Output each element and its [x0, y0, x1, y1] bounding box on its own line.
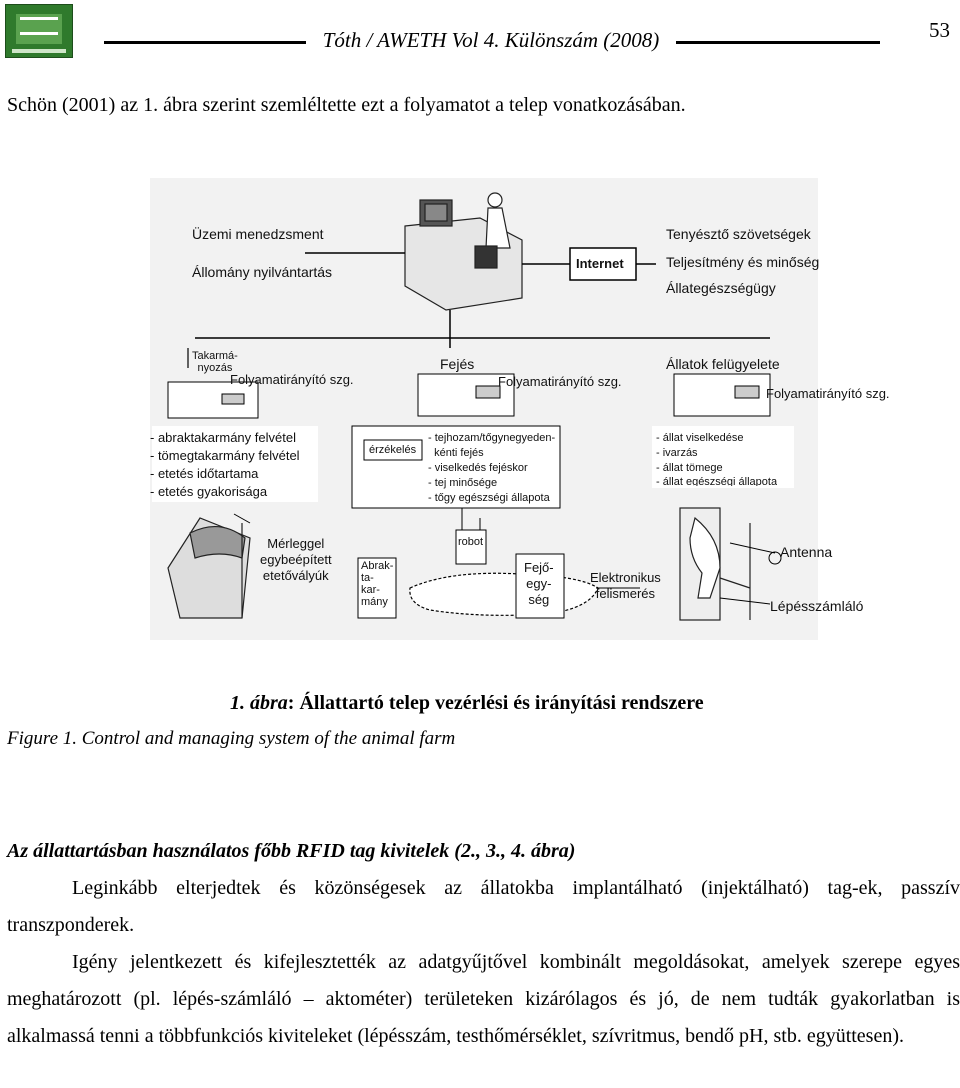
header-rule-right: [676, 41, 880, 44]
figure-caption-label: 1. ábra: [230, 692, 288, 714]
section-heading: Az állattartásban használatos főbb RFID …: [7, 840, 576, 862]
label-electronic-id: Elektronikus felismerés: [590, 570, 661, 601]
supervision-item: - állat viselkedése: [656, 432, 744, 444]
label-animal-health: Állategészségügy: [666, 280, 776, 296]
stall-illustration: [679, 507, 751, 621]
cow-outline: [409, 572, 599, 616]
journal-logo: [5, 4, 73, 58]
header-rule-left: [104, 41, 306, 44]
label-milking-unit: Fejő- egy- ség: [524, 560, 554, 607]
farm-control-diagram: Üzemi menedzsment Állomány nyilvántartás…: [150, 178, 890, 640]
feeding-item: - etetés gyakorisága: [150, 484, 268, 499]
module-title-supervision: Állatok felügyelete: [666, 356, 780, 372]
diagram-drawing: [150, 178, 818, 640]
label-pedometer: Lépésszámláló: [770, 598, 864, 614]
label-farm-management: Üzemi menedzsment: [192, 226, 324, 242]
journal-title: Tóth / AWETH Vol 4. Különszám (2008): [322, 28, 660, 52]
supervision-item: - ivarzás: [656, 447, 698, 459]
milking-item: - viselkedés fejéskor: [428, 462, 528, 474]
label-performance-quality: Teljesítmény és minőség: [666, 254, 820, 270]
controller-label-feeding: Folyamatirányító szg.: [230, 372, 354, 387]
label-herd-records: Állomány nyilvántartás: [192, 264, 333, 280]
supervision-item: - állat tömege: [656, 462, 723, 474]
feeding-item: - tömegtakarmány felvétel: [150, 448, 300, 463]
body-paragraph: Leginkább elterjedtek és közönségesek az…: [7, 877, 960, 936]
label-internet: Internet: [576, 256, 624, 271]
label-antenna: Antenna: [780, 544, 833, 560]
sensor-label: érzékelés: [369, 444, 417, 456]
label-breeders-associations: Tenyésztő szövetségek: [666, 226, 811, 242]
supervision-item: - állat egészségi állapota: [656, 476, 778, 486]
milking-item: - tej minősége: [428, 477, 498, 489]
figure-caption-english: Figure 1. Control and managing system of…: [7, 728, 456, 749]
module-title-milking: Fejés: [440, 356, 475, 372]
milking-item: kénti fejés: [428, 447, 484, 459]
feeding-item: - abraktakarmány felvétel: [150, 430, 296, 445]
milking-item: - tőgy egészségi állapota: [428, 492, 550, 504]
intro-sentence: Schön (2001) az 1. ábra szerint szemlélt…: [7, 94, 686, 116]
figure-caption-text: : Állattartó telep vezérlési és irányítá…: [287, 692, 704, 714]
page-number: 53: [929, 18, 950, 42]
feeder-illustration: [167, 517, 251, 619]
milking-item: - tejhozam/tőgynegyeden-: [428, 432, 556, 444]
figure-caption-hungarian: 1. ábra: Állattartó telep vezérlési és i…: [230, 692, 704, 715]
module-title-feeding: Takarmá- nyozás: [192, 350, 238, 374]
feeding-item: - etetés időtartama: [150, 466, 259, 481]
workstation-illustration: [404, 192, 523, 311]
body-paragraph: Igény jelentkezett és kifejlesztették az…: [7, 951, 960, 1047]
label-feeder: Mérleggel egybeépített etetővályúk: [260, 536, 332, 583]
controller-label-milking: Folyamatirányító szg.: [498, 374, 622, 389]
controller-label-supervision: Folyamatirányító szg.: [766, 386, 890, 401]
label-concentrate: Abrak- ta- kar- mány: [361, 560, 394, 608]
label-robot: robot: [458, 536, 484, 548]
